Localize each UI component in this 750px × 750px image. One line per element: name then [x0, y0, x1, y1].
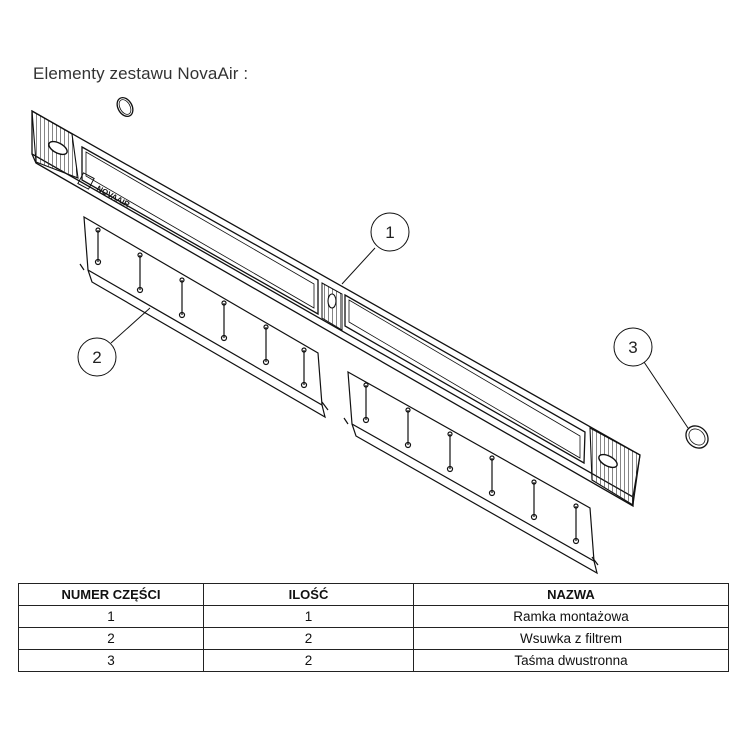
cell-part-number: 3	[18, 649, 204, 672]
cell-quantity: 2	[203, 627, 414, 650]
cell-name: Ramka montażowa	[413, 605, 729, 628]
callout-3-label: 3	[628, 338, 637, 357]
cell-name: Taśma dwustronna	[413, 649, 729, 672]
table-row: 2 2 Wsuwka z filtrem	[18, 627, 729, 650]
filter-insert-lower	[343, 370, 599, 575]
cell-quantity: 1	[203, 605, 414, 628]
header-quantity: ILOŚĆ	[203, 583, 414, 606]
callout-3: 3	[613, 327, 689, 429]
callout-1-label: 1	[385, 223, 394, 242]
table-row: 3 2 Taśma dwustronna	[18, 649, 729, 672]
page-title: Elementy zestawu NovaAir :	[33, 64, 249, 83]
cell-part-number: 1	[18, 605, 204, 628]
callout-2: 2	[77, 307, 151, 377]
tape-ring-right	[685, 425, 709, 449]
table-row: 1 1 Ramka montażowa	[18, 605, 729, 628]
callout-2-label: 2	[92, 348, 101, 367]
callout-1: 1	[341, 212, 410, 285]
exploded-assembly-drawing: NOVAAIR 1 2	[31, 97, 709, 575]
cell-part-number: 2	[18, 627, 204, 650]
mounting-frame	[31, 109, 641, 508]
cell-quantity: 2	[203, 649, 414, 672]
filter-insert-upper	[79, 215, 329, 419]
tape-ring-top	[116, 97, 134, 117]
cell-name: Wsuwka z filtrem	[413, 627, 729, 650]
table-header-row: NUMER CZĘŚCI ILOŚĆ NAZWA	[18, 583, 729, 606]
header-name: NAZWA	[413, 583, 729, 606]
parts-table: NUMER CZĘŚCI ILOŚĆ NAZWA 1 1 Ramka monta…	[18, 583, 729, 672]
header-part-number: NUMER CZĘŚCI	[18, 583, 204, 606]
